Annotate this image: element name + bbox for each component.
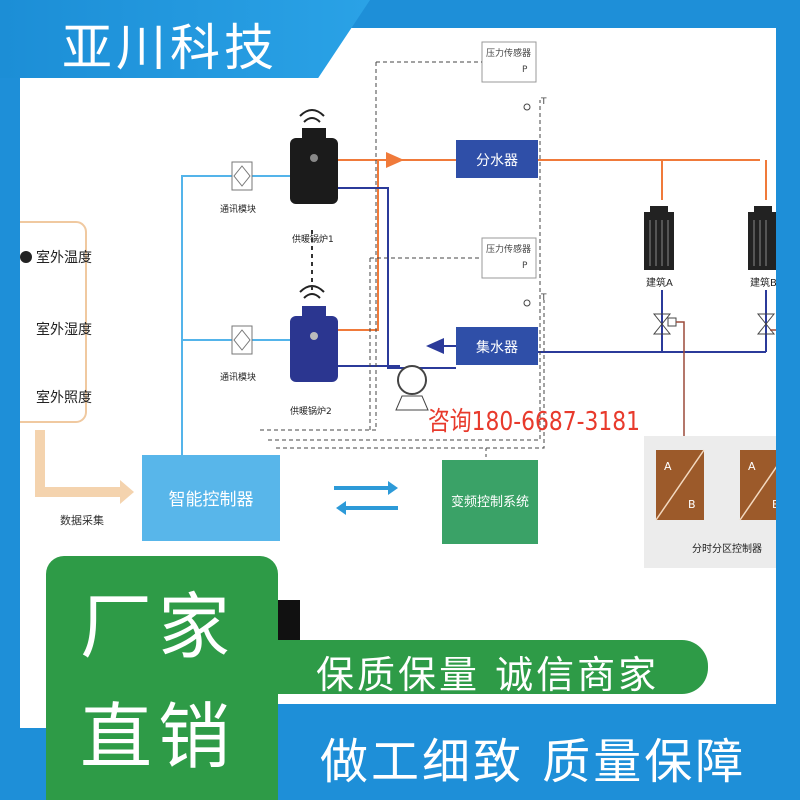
pressure-2-p: P bbox=[522, 261, 528, 271]
comm-module-2-label: 通讯模块 bbox=[220, 371, 256, 383]
zone-control-line-b bbox=[770, 329, 776, 331]
valve-b-icon bbox=[756, 313, 776, 325]
control-line-1 bbox=[181, 175, 232, 455]
building-b-label: 建筑B bbox=[750, 276, 776, 289]
diagram-panel: 室外温度 室外湿度 室外照度 数据采集 智能控制器 变频控制系统 通讯模块 通讯… bbox=[20, 28, 776, 728]
pump-base bbox=[395, 395, 429, 411]
comm-module-1 bbox=[231, 161, 253, 191]
brand-title: 亚川科技 bbox=[62, 19, 278, 77]
zone-a-divider bbox=[655, 449, 705, 521]
comm-module-1-icon bbox=[233, 165, 251, 187]
pressure-sensor-2-label: 压力传感器 bbox=[486, 243, 531, 255]
return-pipe-main bbox=[338, 187, 456, 369]
boiler-2-label: 供暖锅炉2 bbox=[290, 405, 332, 417]
building-a-icon bbox=[644, 206, 674, 270]
water-distributor bbox=[456, 140, 538, 178]
brand-banner: 亚川科技 bbox=[0, 0, 370, 78]
data-collection-label: 数据采集 bbox=[60, 513, 104, 527]
circulation-pump bbox=[397, 365, 427, 395]
supply-pipe-boiler-2 bbox=[338, 160, 379, 331]
zone-a-letter-a: A bbox=[664, 460, 672, 473]
zone-controller-label: 分时分区控制器 bbox=[692, 542, 762, 555]
arrow-right-head bbox=[388, 481, 398, 495]
temp-sensor-1 bbox=[523, 103, 531, 111]
factory-direct-badge: 厂家 直销 bbox=[46, 556, 278, 800]
boiler-2-gauge bbox=[310, 332, 318, 340]
wifi-icon bbox=[303, 117, 321, 123]
water-collector bbox=[456, 327, 538, 365]
sensor-outdoor-humidity: 室外湿度 bbox=[36, 321, 92, 338]
wifi-icon-arc bbox=[299, 109, 325, 117]
zone-a-letter-b: B bbox=[688, 498, 696, 511]
pressure-1-p: P bbox=[522, 65, 528, 75]
smart-controller bbox=[142, 455, 280, 541]
boiler-1-top bbox=[302, 128, 326, 140]
slogan-top-text: 保质保量 诚信商家 bbox=[316, 653, 660, 697]
distributor-label: 分水器 bbox=[476, 153, 518, 169]
boiler-2-top bbox=[302, 306, 326, 318]
zone-b-divider bbox=[739, 466, 776, 521]
building-b-icon bbox=[748, 206, 776, 270]
pressure-sensor-1 bbox=[481, 41, 537, 83]
badge-line-2: 直销 bbox=[80, 695, 237, 779]
zone-control-line-a bbox=[676, 321, 685, 440]
control-dashed-bus bbox=[260, 100, 545, 449]
heating-system-diagram: 室外温度 室外湿度 室外照度 数据采集 智能控制器 变频控制系统 通讯模块 通讯… bbox=[20, 41, 776, 640]
vfd-control-box bbox=[442, 460, 538, 544]
sensor-icon bbox=[20, 251, 32, 263]
boiler-1 bbox=[290, 138, 338, 204]
collector-label: 集水器 bbox=[476, 339, 518, 356]
zone-controller-b bbox=[740, 450, 776, 520]
zone-b-letter-a: A bbox=[748, 460, 756, 473]
comm-module-2-icon bbox=[233, 329, 251, 351]
hotline-text: 咨询180-6687-3181 bbox=[428, 407, 640, 437]
comm-module-2 bbox=[231, 325, 253, 355]
data-collection-arrow bbox=[35, 430, 122, 497]
building-a-label: 建筑A bbox=[646, 276, 673, 289]
temp-1-t: T bbox=[540, 97, 547, 107]
control-dashed-vertical bbox=[369, 62, 377, 430]
vfd-label: 变频控制系统 bbox=[451, 494, 529, 510]
valve-a-actuator bbox=[667, 317, 677, 327]
valve-a-lower bbox=[652, 323, 672, 335]
slogan-banner-top: 保质保量 诚信商家 bbox=[270, 640, 708, 697]
boiler-2 bbox=[290, 316, 338, 382]
temp-2-t: T bbox=[540, 293, 547, 303]
return-arrow-icon bbox=[426, 338, 444, 354]
supply-arrow-icon bbox=[386, 152, 404, 168]
temp-sensor-2 bbox=[523, 299, 531, 307]
wifi-icon-2 bbox=[303, 293, 321, 299]
slogan-banner-bottom: 做工细致 质量保障 bbox=[278, 704, 800, 800]
smart-controller-label: 智能控制器 bbox=[169, 490, 254, 510]
pressure-sensor-2 bbox=[481, 237, 537, 279]
sensor-outdoor-temp: 室外温度 bbox=[36, 249, 92, 266]
valve-a-icon bbox=[652, 313, 672, 325]
boiler-1-gauge bbox=[310, 154, 318, 162]
arrow-left-head bbox=[336, 501, 346, 515]
sensor-outdoor-light: 室外照度 bbox=[36, 389, 92, 406]
badge-line-1: 厂家 bbox=[80, 585, 237, 669]
slogan-bottom-text: 做工细致 质量保障 bbox=[320, 734, 747, 790]
sensor-panel bbox=[20, 221, 87, 423]
pressure-sensor-1-label: 压力传感器 bbox=[486, 47, 531, 59]
comm-module-1-label: 通讯模块 bbox=[220, 203, 256, 215]
data-arrow-head bbox=[120, 480, 134, 504]
valve-b-lower bbox=[756, 323, 776, 335]
zone-b-letter-b: B bbox=[772, 498, 776, 511]
